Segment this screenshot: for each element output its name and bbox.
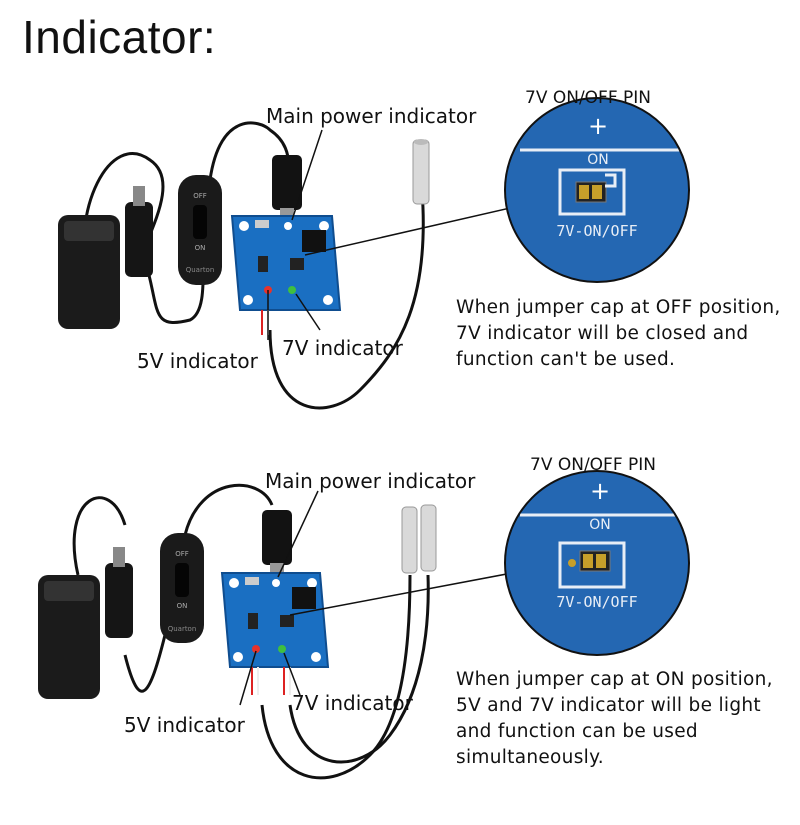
zoom-pin-text: 7V-ON/OFF: [556, 593, 637, 611]
panel-off: OFF ON Quarton: [0, 88, 800, 460]
inline-switch: OFF ON Quarton: [178, 175, 222, 285]
switch-off-text: OFF: [175, 550, 189, 558]
jumper-zoom-view: + ON 7V-ON/OFF: [504, 97, 690, 283]
zoom-on-text: ON: [589, 517, 611, 533]
panel-on: OFF ON Quarton: [0, 455, 800, 825]
temperature-probe: [401, 504, 437, 574]
description-line: When jumper cap at OFF position,: [456, 297, 781, 318]
battery-pack: [38, 575, 100, 699]
switch-off-text: OFF: [193, 192, 207, 200]
main-power-label: Main power indicator: [265, 469, 476, 493]
main-power-led: [272, 579, 280, 587]
led-7v: [278, 645, 286, 653]
description-line: 7V indicator will be closed and: [456, 323, 749, 344]
pin-title: 7V ON/OFF PIN: [525, 88, 651, 108]
battery-pack: [58, 215, 120, 329]
zoom-pin-text: 7V-ON/OFF: [556, 222, 637, 240]
description-line: simultaneously.: [456, 747, 604, 768]
label-5v: 5V indicator: [137, 349, 258, 373]
inline-switch: OFF ON Quarton: [160, 533, 204, 643]
zoom-on-text: ON: [587, 152, 609, 168]
pcb-board: [220, 572, 330, 668]
description-line: function can't be used.: [456, 349, 676, 370]
label-7v: 7V indicator: [282, 336, 403, 360]
switch-on-text: ON: [177, 602, 188, 610]
pin-title: 7V ON/OFF PIN: [530, 455, 656, 475]
switch-on-text: ON: [195, 244, 206, 252]
description: When jumper cap at ON position, 5V and 7…: [456, 667, 773, 771]
device-illustration: OFF ON Quarton: [38, 470, 690, 780]
zoom-plus: +: [590, 477, 610, 505]
zoom-plus: +: [588, 112, 608, 140]
description: When jumper cap at OFF position, 7V indi…: [456, 295, 781, 373]
description-line: 5V and 7V indicator will be light: [456, 695, 761, 716]
description-line: When jumper cap at ON position,: [456, 669, 773, 690]
temperature-probe: [412, 139, 430, 205]
pcb-board: [230, 215, 342, 311]
page-title: Indicator:: [22, 11, 217, 63]
description-line: and function can be used: [456, 721, 698, 742]
main-power-led: [284, 222, 292, 230]
device-illustration: OFF ON Quarton: [58, 97, 690, 410]
main-power-label: Main power indicator: [266, 104, 477, 128]
led-7v: [288, 286, 296, 294]
jumper-zoom-view: + ON 7V-ON/OFF: [504, 470, 690, 656]
led-5v: [252, 645, 260, 653]
label-7v: 7V indicator: [292, 691, 413, 715]
switch-brand-text: Quarton: [186, 266, 215, 274]
switch-brand-text: Quarton: [168, 625, 197, 633]
label-5v: 5V indicator: [124, 713, 245, 737]
